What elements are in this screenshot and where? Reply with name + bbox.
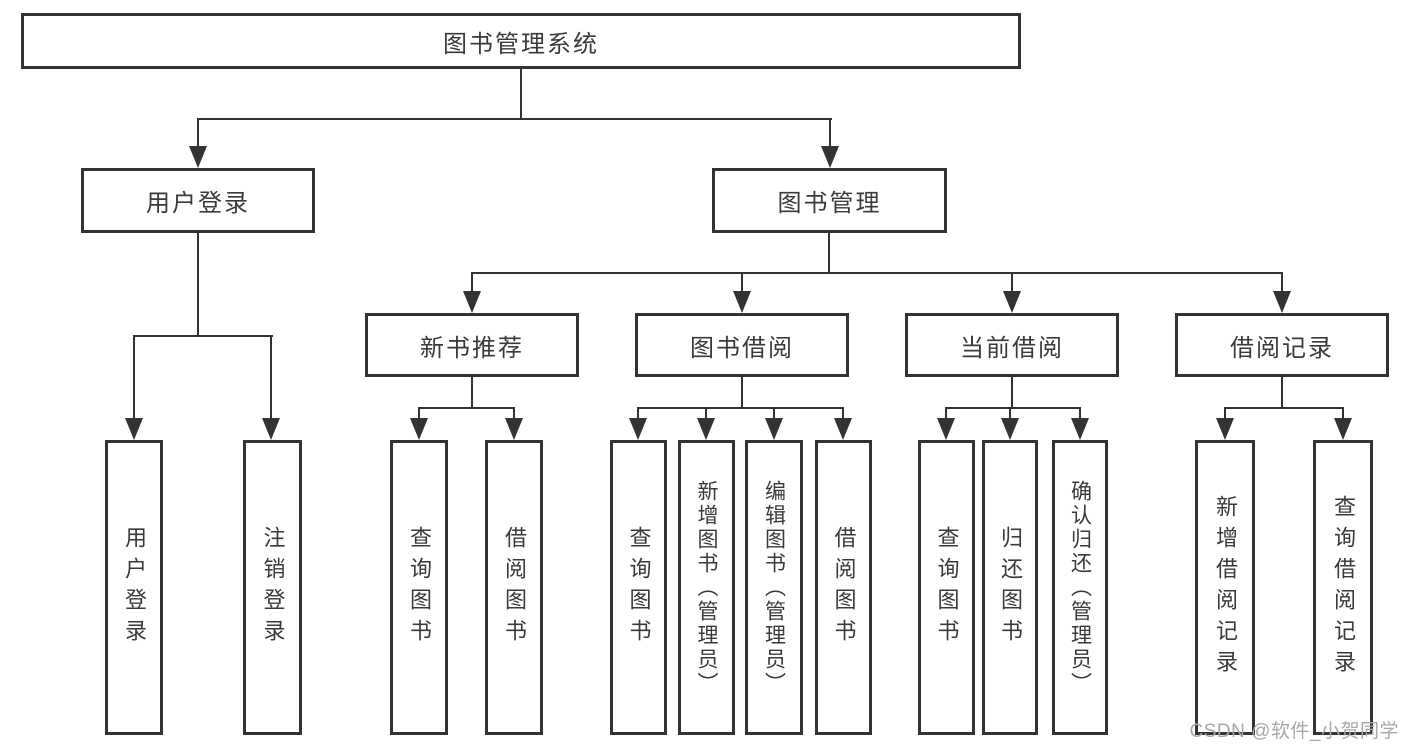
- connector-vline: [1281, 377, 1283, 409]
- node-label: 归还图书: [998, 525, 1023, 650]
- connector-hline: [133, 335, 273, 337]
- arrowhead: [937, 418, 955, 440]
- arrowhead: [1334, 418, 1352, 440]
- connector-vline: [1281, 272, 1283, 294]
- connector-vline: [197, 118, 199, 148]
- connector-hline: [1224, 407, 1344, 409]
- connector-hline: [197, 118, 832, 120]
- connector-hline: [471, 272, 1283, 274]
- arrowhead: [1001, 418, 1019, 440]
- arrowhead: [125, 418, 143, 440]
- connector-vline: [418, 407, 420, 421]
- leaf-add-borrow-record: 新增借阅记录: [1195, 440, 1255, 735]
- arrowhead: [821, 146, 839, 168]
- node-label: 借阅图书: [502, 525, 527, 650]
- leaf-query-books-1: 查询图书: [390, 440, 448, 735]
- leaf-add-book-admin: 新增图书（管理员）: [678, 440, 735, 735]
- node-label: 当前借阅: [960, 334, 1064, 362]
- arrowhead: [1216, 418, 1234, 440]
- connector-vline: [270, 335, 272, 421]
- leaf-query-borrow-record: 查询借阅记录: [1313, 440, 1373, 735]
- connector-vline: [471, 272, 473, 294]
- connector-vline: [1009, 407, 1011, 421]
- connector-vline: [705, 407, 707, 421]
- connector-vline: [1079, 407, 1081, 421]
- connector-vline: [829, 118, 831, 148]
- node-label: 借阅记录: [1230, 334, 1334, 362]
- arrowhead: [733, 291, 751, 313]
- node-label: 注销登录: [260, 525, 286, 650]
- connector-hline: [637, 407, 844, 409]
- node-borrow-records: 借阅记录: [1175, 313, 1389, 377]
- connector-vline: [945, 407, 947, 421]
- leaf-query-books-2: 查询图书: [610, 440, 667, 735]
- arrowhead: [834, 418, 852, 440]
- connector-vline: [637, 407, 639, 421]
- arrowhead: [765, 418, 783, 440]
- connector-vline: [133, 335, 135, 421]
- connector-vline: [828, 233, 830, 274]
- node-current-borrow: 当前借阅: [905, 313, 1119, 377]
- connector-vline: [741, 272, 743, 294]
- connector-vline: [1342, 407, 1344, 421]
- node-label: 新书推荐: [420, 334, 524, 362]
- node-label: 查询图书: [407, 525, 432, 650]
- connector-vline: [520, 68, 522, 120]
- node-label: 编辑图书（管理员）: [762, 479, 786, 696]
- node-label: 图书管理: [777, 190, 882, 217]
- arrowhead: [262, 418, 280, 440]
- leaf-logout: 注销登录: [243, 440, 302, 735]
- leaf-edit-book-admin: 编辑图书（管理员）: [745, 440, 803, 735]
- node-label: 图书管理系统: [443, 30, 599, 58]
- watermark: CSDN @软件_小贺同学: [1189, 721, 1399, 742]
- connector-vline: [741, 377, 743, 409]
- node-book-borrow: 图书借阅: [635, 313, 849, 377]
- arrowhead: [189, 146, 207, 168]
- arrowhead: [463, 291, 481, 313]
- leaf-user-login: 用户登录: [105, 440, 163, 735]
- arrowhead: [1003, 291, 1021, 313]
- node-label: 确认归还（管理员）: [1068, 479, 1092, 696]
- node-label: 查询借阅记录: [1331, 494, 1356, 681]
- leaf-query-books-3: 查询图书: [918, 440, 975, 735]
- node-label: 图书借阅: [690, 334, 794, 362]
- node-label: 新增借阅记录: [1213, 494, 1238, 681]
- connector-vline: [1011, 272, 1013, 294]
- connector-vline: [842, 407, 844, 421]
- arrowhead: [1071, 418, 1089, 440]
- connector-vline: [1011, 377, 1013, 409]
- arrowhead: [697, 418, 715, 440]
- node-label: 查询图书: [626, 525, 652, 650]
- node-new-book-recommend: 新书推荐: [365, 313, 579, 377]
- node-label: 借阅图书: [831, 525, 857, 650]
- arrowhead: [505, 418, 523, 440]
- connector-vline: [197, 233, 199, 337]
- arrowhead: [1273, 291, 1291, 313]
- connector-vline: [471, 377, 473, 409]
- connector-vline: [513, 407, 515, 421]
- leaf-return-books: 归还图书: [982, 440, 1038, 735]
- connector-hline: [418, 407, 515, 409]
- connector-vline: [1224, 407, 1226, 421]
- node-label: 新增图书（管理员）: [695, 479, 718, 696]
- arrowhead: [410, 418, 428, 440]
- leaf-borrow-books-1: 借阅图书: [485, 440, 543, 735]
- leaf-confirm-return-admin: 确认归还（管理员）: [1052, 440, 1108, 735]
- node-label: 用户登录: [146, 190, 250, 217]
- node-user-login: 用户登录: [81, 168, 315, 233]
- connector-hline: [945, 407, 1081, 409]
- connector-vline: [773, 407, 775, 421]
- node-label: 用户登录: [122, 525, 147, 650]
- arrowhead: [629, 418, 647, 440]
- node-book-management: 图书管理: [712, 168, 947, 233]
- node-label: 查询图书: [934, 525, 960, 650]
- node-root: 图书管理系统: [21, 13, 1021, 69]
- leaf-borrow-books-2: 借阅图书: [815, 440, 872, 735]
